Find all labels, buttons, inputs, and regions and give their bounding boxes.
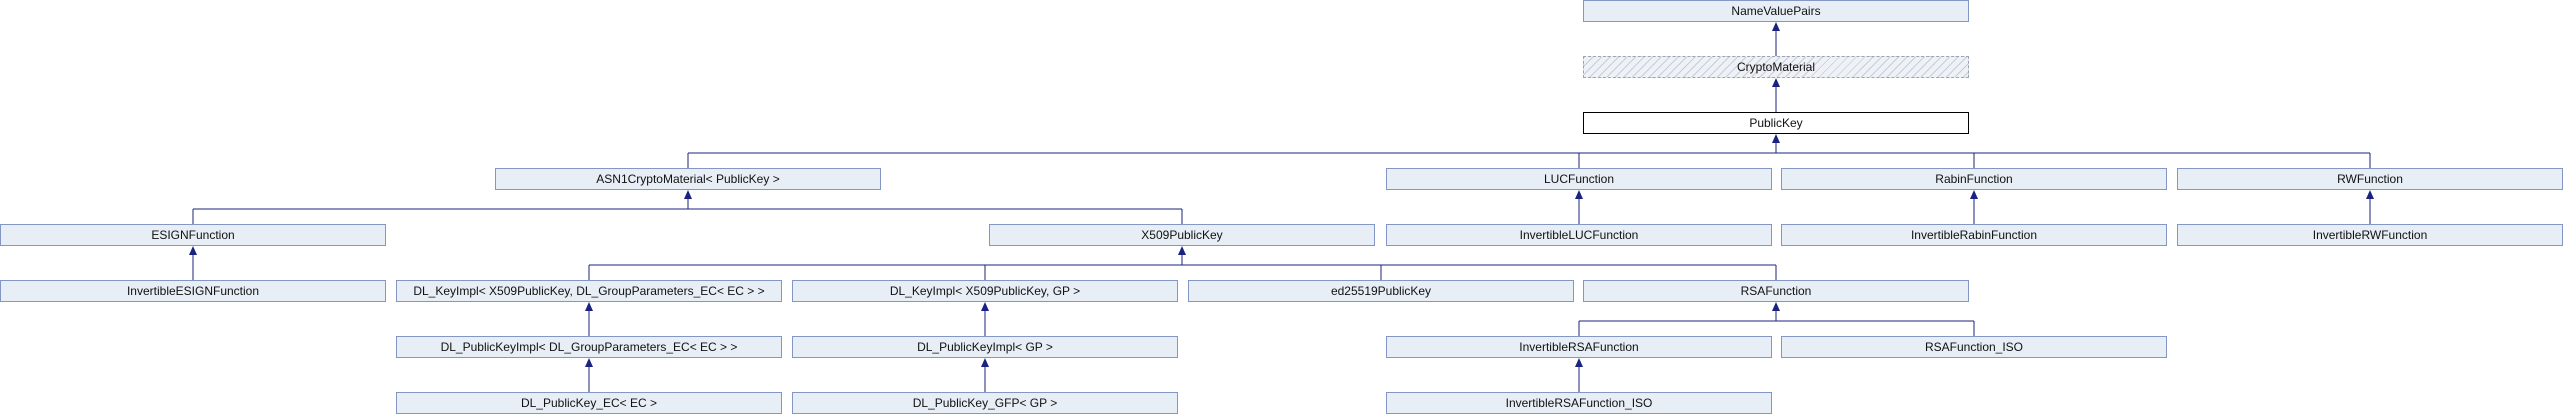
- arrowhead-dl-keyimpl-gp: [981, 302, 989, 311]
- node-rwfunction[interactable]: RWFunction: [2177, 168, 2563, 190]
- node-publickey[interactable]: PublicKey: [1583, 112, 1969, 134]
- arrowhead-rabinfunction: [1970, 190, 1978, 199]
- node-dl-keyimpl-gp[interactable]: DL_KeyImpl< X509PublicKey, GP >: [792, 280, 1178, 302]
- node-x509publickey[interactable]: X509PublicKey: [989, 224, 1375, 246]
- arrowhead-cryptomaterial: [1772, 78, 1780, 87]
- node-esignfunction[interactable]: ESIGNFunction: [0, 224, 386, 246]
- arrowhead-invertiblersafunction: [1575, 358, 1583, 367]
- node-invertiblersafunction-iso[interactable]: InvertibleRSAFunction_ISO: [1386, 392, 1772, 414]
- node-dl-publickey-ec[interactable]: DL_PublicKey_EC< EC >: [396, 392, 782, 414]
- node-invertiblersafunction[interactable]: InvertibleRSAFunction: [1386, 336, 1772, 358]
- node-invertiblerabinfunction[interactable]: InvertibleRabinFunction: [1781, 224, 2167, 246]
- arrowhead-dl-publickeyimpl-gp: [981, 358, 989, 367]
- node-invertiblelucfunction[interactable]: InvertibleLUCFunction: [1386, 224, 1772, 246]
- node-dl-publickey-gfp[interactable]: DL_PublicKey_GFP< GP >: [792, 392, 1178, 414]
- node-rabinfunction[interactable]: RabinFunction: [1781, 168, 2167, 190]
- arrowhead-dl-keyimpl-ec: [585, 302, 593, 311]
- node-invertibleesignfunction[interactable]: InvertibleESIGNFunction: [0, 280, 386, 302]
- node-invertiblerwfunction[interactable]: InvertibleRWFunction: [2177, 224, 2563, 246]
- arrowhead-x509publickey: [1178, 246, 1186, 255]
- arrowhead-dl-publickeyimpl-ec: [585, 358, 593, 367]
- node-cryptomaterial[interactable]: CryptoMaterial: [1583, 56, 1969, 78]
- node-namevaluepairs[interactable]: NameValuePairs: [1583, 0, 1969, 22]
- node-lucfunction[interactable]: LUCFunction: [1386, 168, 1772, 190]
- arrowhead-namevaluepairs: [1772, 22, 1780, 31]
- node-dl-publickeyimpl-gp[interactable]: DL_PublicKeyImpl< GP >: [792, 336, 1178, 358]
- node-asn1cryptomaterial[interactable]: ASN1CryptoMaterial< PublicKey >: [495, 168, 881, 190]
- arrowhead-lucfunction: [1575, 190, 1583, 199]
- node-ed25519publickey[interactable]: ed25519PublicKey: [1188, 280, 1574, 302]
- node-rsafunction-iso[interactable]: RSAFunction_ISO: [1781, 336, 2167, 358]
- node-dl-publickeyimpl-ec[interactable]: DL_PublicKeyImpl< DL_GroupParameters_EC<…: [396, 336, 782, 358]
- node-dl-keyimpl-ec[interactable]: DL_KeyImpl< X509PublicKey, DL_GroupParam…: [396, 280, 782, 302]
- arrowhead-rsafunction: [1772, 302, 1780, 311]
- arrowhead-publickey: [1772, 134, 1780, 143]
- arrowhead-esignfunction: [189, 246, 197, 255]
- arrowhead-rwfunction: [2366, 190, 2374, 199]
- arrowhead-asn1cryptomaterial: [684, 190, 692, 199]
- node-rsafunction[interactable]: RSAFunction: [1583, 280, 1969, 302]
